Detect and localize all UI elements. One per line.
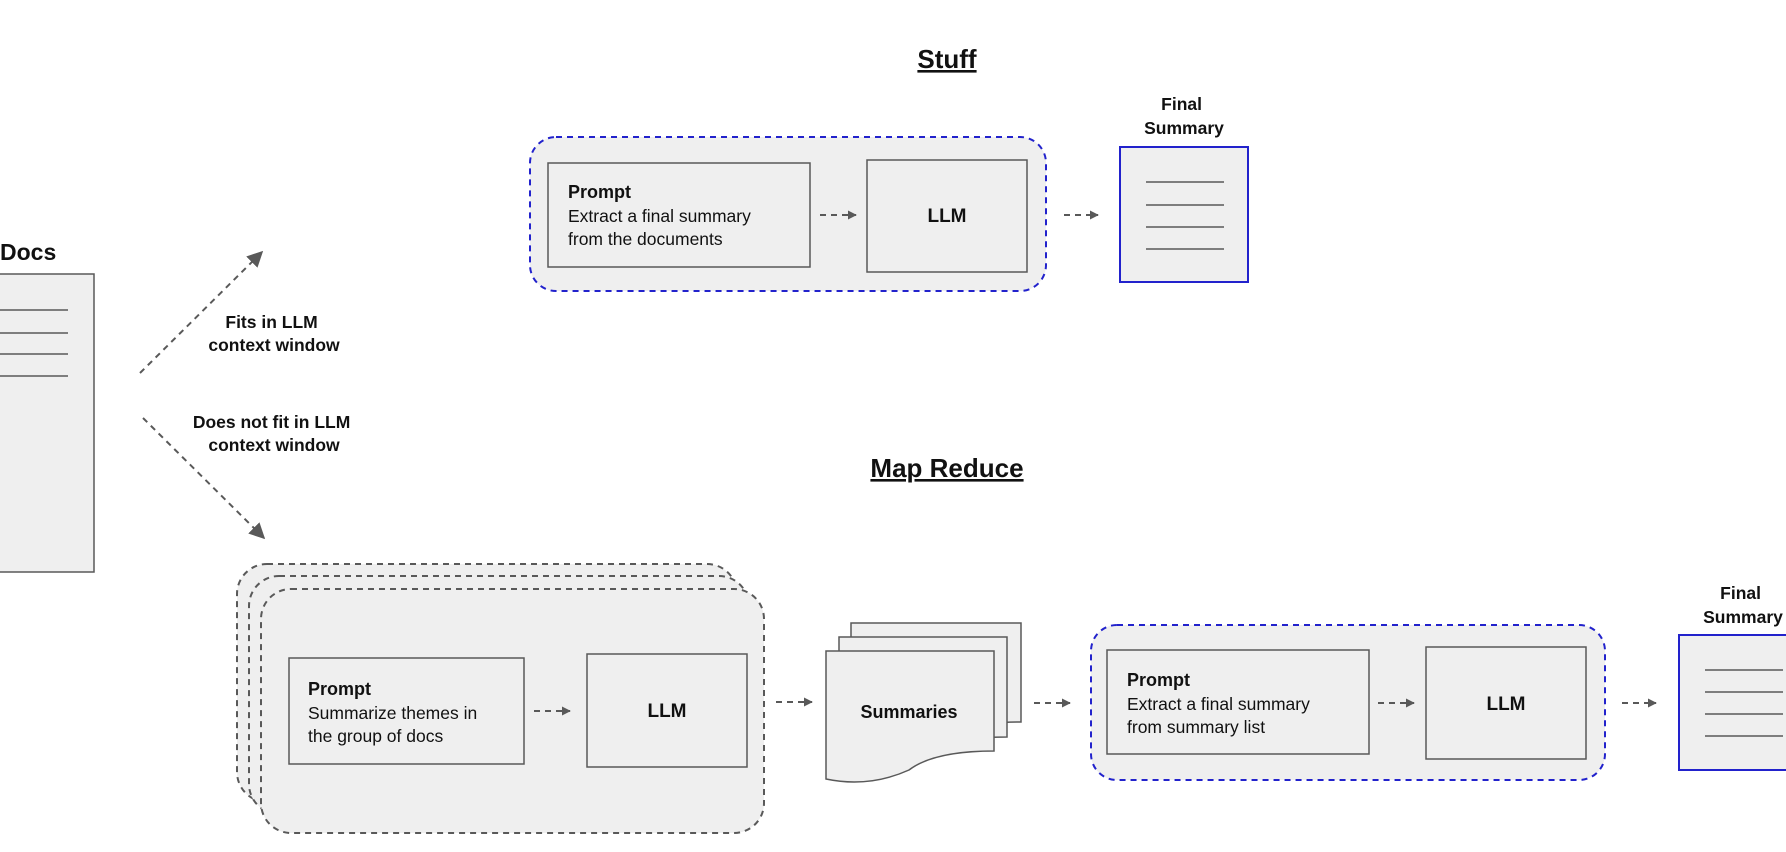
map-prompt-text: Summarize themes in the group of docs: [308, 703, 482, 746]
does-not-fit-branch-label: Does not fit in LLM context window: [193, 412, 355, 455]
summaries-stack: Summaries: [825, 622, 1022, 783]
fits-branch-arrow: [139, 250, 264, 374]
docs-text-lines-icon: [0, 309, 68, 377]
stuff-final-summary-label: Final Summary: [1144, 94, 1224, 138]
map-prompt-box: [288, 657, 525, 765]
stuff-final-summary-lines-icon: [1146, 181, 1224, 250]
stuff-final-summary-document: [1119, 146, 1249, 283]
reduce-llm-box: [1425, 646, 1587, 760]
stuff-llm-label: LLM: [927, 206, 966, 227]
reduce-prompt-text: Extract a final summary from summary lis…: [1127, 694, 1315, 737]
stuff-prompt-heading: Prompt: [568, 182, 631, 202]
map-reduce-title: Map Reduce: [870, 453, 1023, 483]
summaries-doc-front: [825, 650, 995, 783]
map-prompt-heading: Prompt: [308, 679, 371, 699]
stuff-prompt-text: Extract a final summary from the documen…: [568, 206, 756, 249]
map-reduce-final-summary-lines-icon: [1705, 669, 1783, 737]
reduce-llm-label: LLM: [1486, 694, 1525, 715]
map-llm-box: [586, 653, 748, 768]
stuff-llm-box: [866, 159, 1028, 273]
reduce-prompt-box: [1106, 649, 1370, 755]
map-reduce-final-summary-document: [1678, 634, 1786, 771]
fits-branch-label: Fits in LLM context window: [208, 312, 340, 355]
docs-node: Docs: [0, 239, 95, 573]
map-reduce-final-summary-label: Final Summary: [1703, 583, 1783, 627]
summaries-label: Summaries: [860, 702, 957, 722]
stuff-title: Stuff: [917, 44, 977, 74]
map-llm-label: LLM: [647, 701, 686, 722]
docs-document-shape: [0, 273, 95, 573]
reduce-prompt-heading: Prompt: [1127, 670, 1190, 690]
stuff-prompt-box: [547, 162, 811, 268]
docs-label: Docs: [0, 239, 56, 265]
